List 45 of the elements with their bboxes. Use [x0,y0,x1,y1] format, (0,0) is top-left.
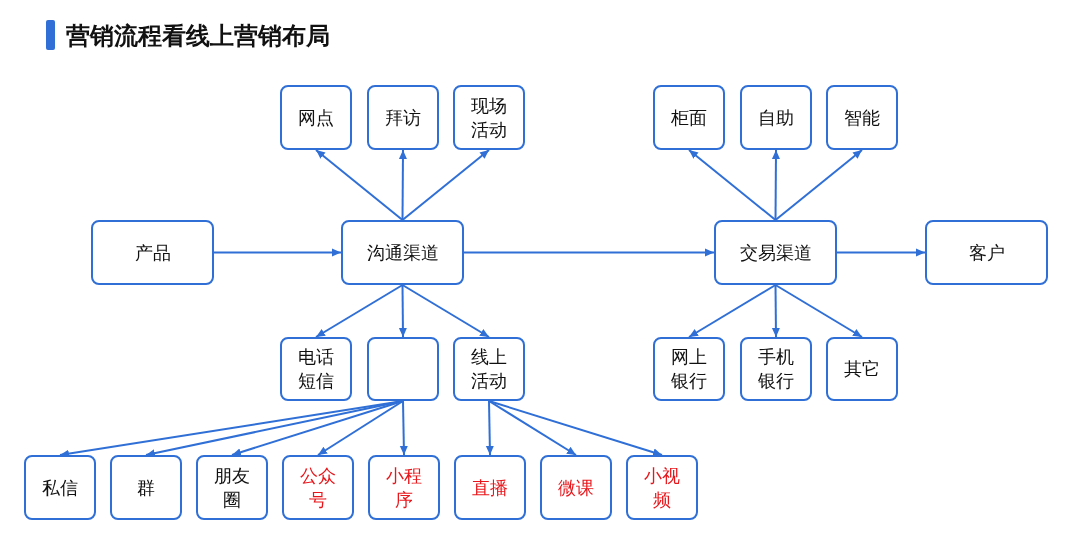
process-box: 线上活动 [453,337,525,401]
process-box: 直播 [454,455,526,520]
process-box: 沟通渠道 [341,220,464,285]
arrow [315,284,404,338]
process-box: 柜面 [653,85,725,150]
arrow [774,149,863,221]
arrow [688,284,777,338]
arrow [315,149,404,221]
process-box: 公众号 [282,455,354,520]
arrow [774,284,863,338]
arrow [317,400,404,456]
process-box: 交易渠道 [714,220,837,285]
process-box: 拜访 [367,85,439,150]
process-box: 私信 [24,455,96,520]
arrow [398,284,407,338]
process-box: 小程序 [368,455,440,520]
arrow [399,400,408,456]
process-box: 网点 [280,85,352,150]
process-box: 自助 [740,85,812,150]
arrow [398,149,407,221]
process-box: 微课 [540,455,612,520]
arrow [771,284,780,338]
process-box: 客户 [925,220,1048,285]
arrow [463,248,715,257]
process-box: 网上银行 [653,337,725,401]
process-box: 手机银行 [740,337,812,401]
process-box: 朋友圈 [196,455,268,520]
arrow [485,400,494,456]
arrow [836,248,926,257]
process-box: 小视频 [626,455,698,520]
arrow [688,149,777,221]
process-box: 电话短信 [280,337,352,401]
process-box: 产品 [91,220,214,285]
process-box: 其它 [826,337,898,401]
process-box: 现场活动 [453,85,525,150]
title: 营销流程看线上营销布局 [66,21,330,52]
process-box: 智能 [826,85,898,150]
arrow [771,149,780,221]
arrow [488,400,663,457]
process-box [367,337,439,401]
arrow [488,400,577,456]
arrow [401,149,490,221]
process-box: 群 [110,455,182,520]
arrow [401,284,490,338]
arrow [213,248,342,257]
